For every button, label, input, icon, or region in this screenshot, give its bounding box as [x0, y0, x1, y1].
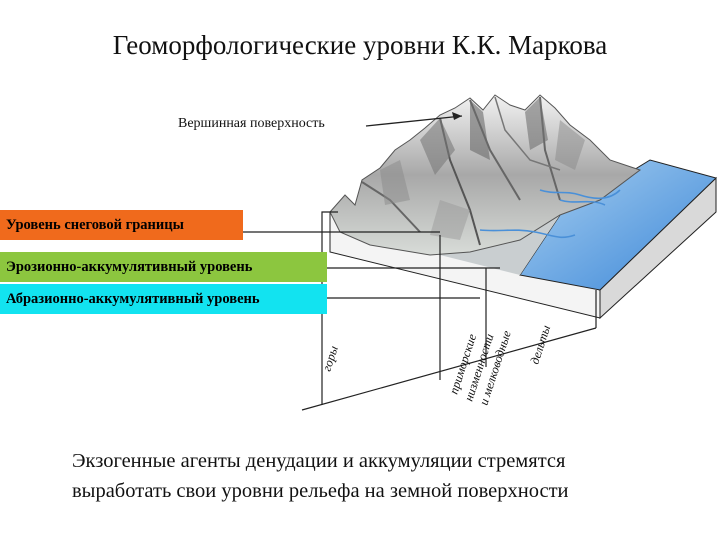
zone-dimension-lines — [301, 235, 597, 411]
peak-surface-label: Вершинная поверхность — [178, 116, 325, 131]
zone-labels: горы приморские низменности и мелководны… — [320, 323, 554, 407]
page-title: Геоморфологические уровни К.К. Маркова — [112, 30, 608, 60]
level-abrasion-accumulation: Абразионно-аккумулятивный уровень — [0, 284, 327, 314]
caption-line-2: выработать свои уровни рельефа на земной… — [72, 480, 569, 502]
rivers — [479, 189, 621, 239]
level-guides — [243, 211, 500, 345]
caption-line-1: Экзогенные агенты денудации и аккумуляци… — [72, 450, 566, 472]
zone-label-lowlands-4: дельты — [528, 323, 554, 366]
mountain-massif — [329, 94, 642, 256]
level-erosion-accumulation: Эрозионно-аккумулятивный уровень — [0, 252, 327, 282]
peak-pointer-arrow — [365, 112, 463, 127]
caption: Экзогенные агенты денудации и аккумуляци… — [72, 446, 672, 506]
level-snowline: Уровень снеговой границы — [0, 210, 243, 240]
zone-label-mountains: горы — [320, 344, 341, 373]
